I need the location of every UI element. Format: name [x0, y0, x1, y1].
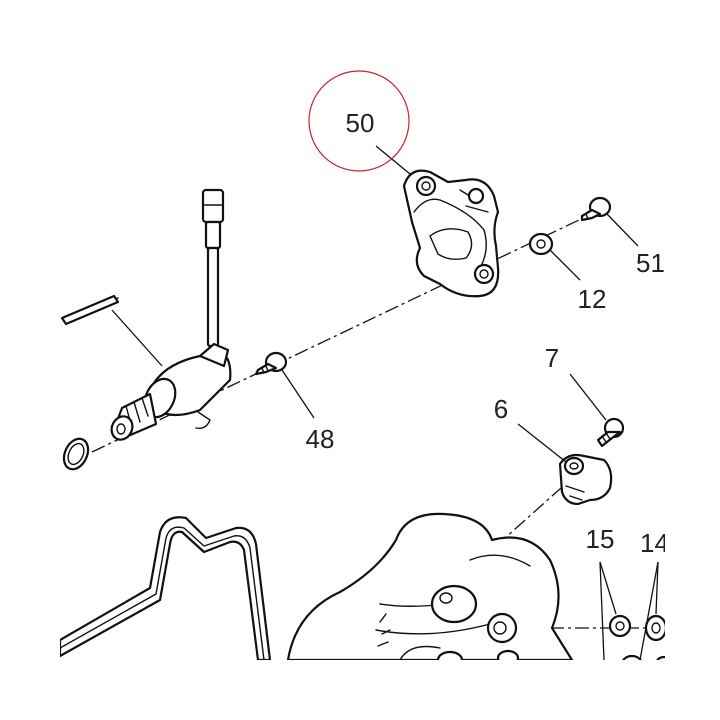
leader-line-50 [375, 145, 411, 175]
housing-bore [430, 584, 478, 624]
cylinder-head-housing [286, 512, 574, 660]
leader-line-51 [606, 213, 639, 247]
callout-15: 15 [586, 524, 615, 554]
housing-bore [436, 650, 464, 660]
callout-50: 50 [346, 108, 375, 138]
assembly-axis-line [91, 209, 601, 453]
leader-line-15 [599, 561, 617, 615]
callout-48: 48 [306, 424, 335, 454]
housing-bore [493, 621, 507, 635]
housing-bore [486, 612, 518, 644]
callout-6: 6 [494, 394, 508, 424]
leader-line-14 [655, 561, 659, 615]
valve-cover-gasket [60, 516, 272, 660]
housing-bore [496, 649, 520, 660]
callout-highlight-circle [308, 70, 410, 172]
callout-12: 12 [578, 284, 607, 314]
bolt-48 [254, 351, 288, 376]
callout-7: 7 [545, 343, 559, 373]
leader-line-14 [639, 561, 659, 660]
wire-harness [206, 246, 220, 348]
cover-mount-hole [467, 187, 485, 205]
vvt-cover [402, 169, 500, 298]
bolt-7 [596, 417, 625, 448]
washer-15 [608, 614, 642, 660]
cover-mount-hole [473, 263, 495, 285]
leader-line-6 [517, 423, 567, 463]
callout-14: 14 [640, 528, 669, 558]
callout-51: 51 [636, 248, 665, 278]
leader-line-15 [599, 561, 605, 660]
oil-control-valve [60, 188, 232, 441]
leader-line-48 [281, 369, 315, 419]
housing-bore [439, 592, 453, 604]
washer-14 [644, 614, 665, 660]
o-ring [62, 437, 90, 471]
connector-plug [201, 188, 225, 224]
leader-line-7 [569, 373, 607, 421]
leader-line-12 [549, 249, 581, 281]
washer-12 [528, 232, 554, 256]
cover-mount-hole [415, 175, 437, 197]
sensor-6 [558, 453, 613, 506]
bolt-51 [580, 196, 612, 222]
